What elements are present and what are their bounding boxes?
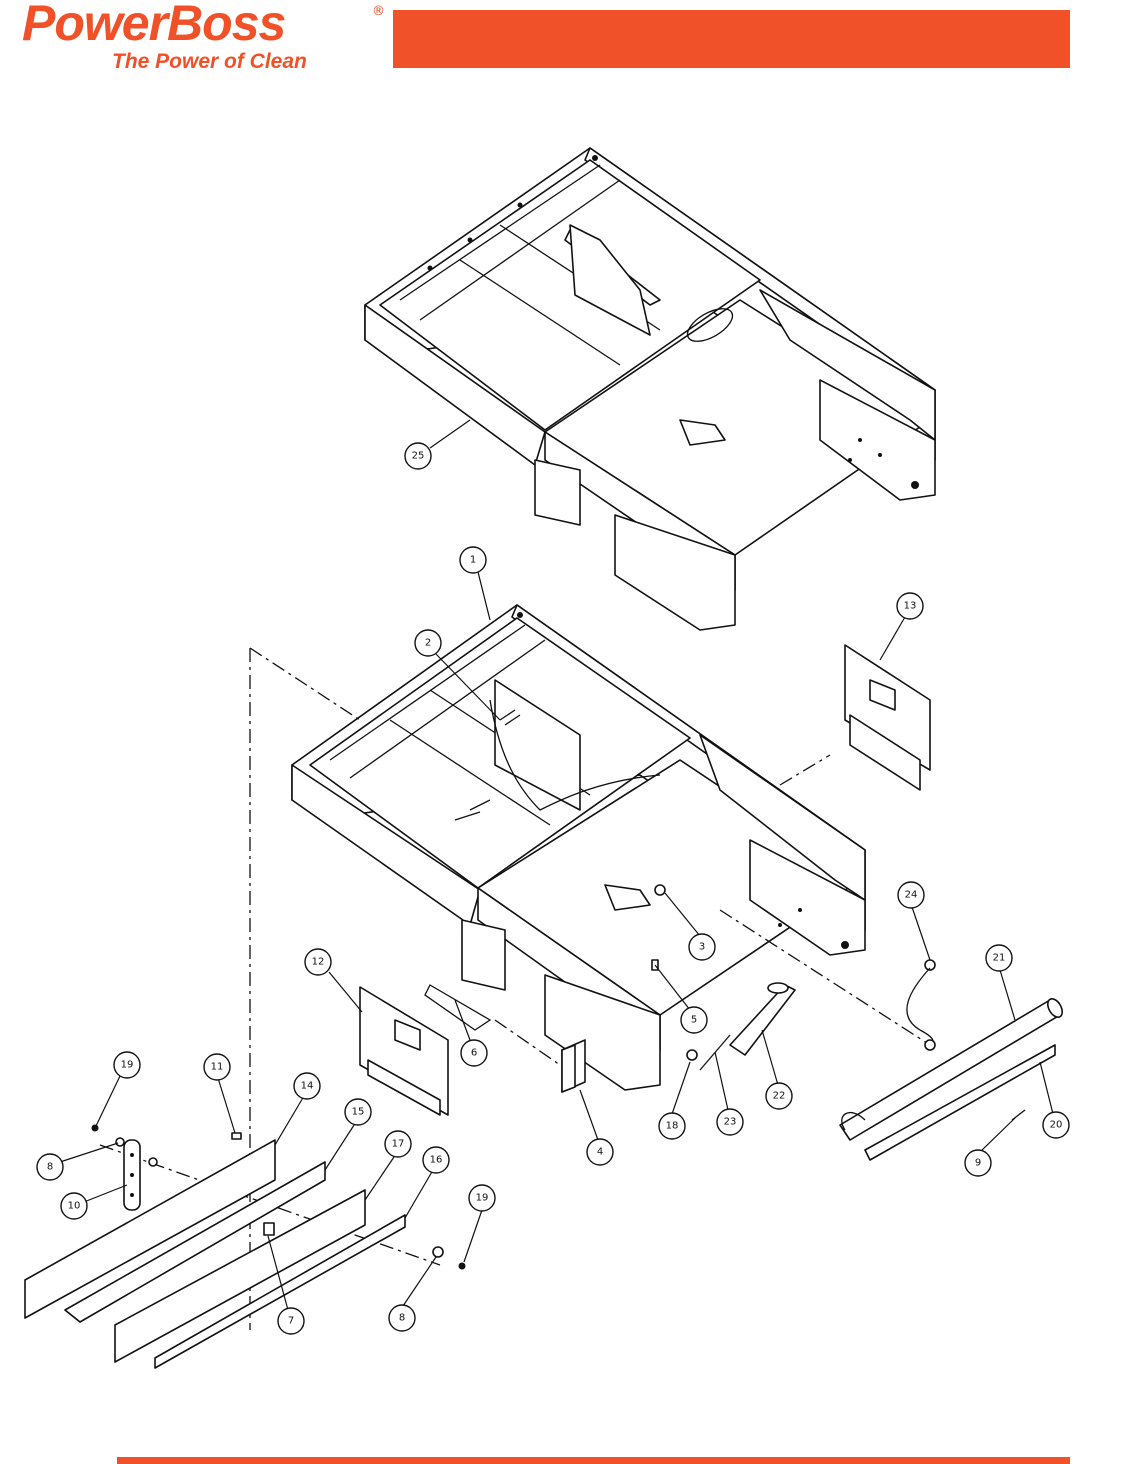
callout-8-bottom: 8 [388, 1304, 416, 1332]
callout-25: 25 [404, 442, 432, 470]
callout-19-bottom: 19 [468, 1184, 496, 1212]
svg-text:24: 24 [905, 890, 918, 901]
svg-text:6: 6 [471, 1048, 477, 1059]
callout-12: 12 [304, 948, 332, 976]
callout-16: 16 [422, 1146, 450, 1174]
blade-14 [24, 1139, 276, 1319]
callout-1: 1 [459, 546, 487, 574]
part-22-bracket [729, 982, 796, 1056]
brand-name: PowerBoss [22, 0, 286, 51]
svg-text:19: 19 [121, 1060, 134, 1071]
svg-text:20: 20 [1050, 1120, 1063, 1131]
callout-9: 9 [964, 1149, 992, 1177]
part-24-cable [906, 959, 936, 1051]
callout-15: 15 [344, 1098, 372, 1126]
callout-22: 22 [765, 1082, 793, 1110]
part-21-tube [839, 998, 1064, 1141]
leader-lines [59, 419, 1054, 1311]
callout-3: 3 [688, 933, 716, 961]
registered-mark: ® [372, 4, 385, 19]
header-bar [393, 10, 1070, 68]
callout-2: 2 [414, 629, 442, 657]
part-6-rod [424, 984, 492, 1031]
svg-text:21: 21 [993, 953, 1006, 964]
svg-text:10: 10 [68, 1201, 81, 1212]
part-13-bracket [844, 644, 931, 791]
callout-7: 7 [277, 1307, 305, 1335]
svg-text:25: 25 [412, 451, 425, 462]
callout-17: 17 [384, 1130, 412, 1158]
blade-15 [64, 1161, 326, 1323]
frame-assembly-main [291, 604, 866, 1091]
svg-text:19: 19 [476, 1193, 489, 1204]
callout-8-left: 8 [36, 1153, 64, 1181]
hardware-washers-nuts [91, 1124, 466, 1270]
svg-text:5: 5 [691, 1015, 697, 1026]
svg-text:12: 12 [312, 957, 325, 968]
callout-13: 13 [896, 592, 924, 620]
callout-23: 23 [716, 1108, 744, 1136]
svg-text:13: 13 [904, 601, 917, 612]
part-4-block [561, 1039, 586, 1093]
callout-19-top: 19 [113, 1051, 141, 1079]
svg-text:7: 7 [288, 1316, 294, 1327]
callout-18: 18 [658, 1112, 686, 1140]
powerboss-logo: PowerBoss ® The Power of Clean [22, 0, 387, 76]
svg-text:8: 8 [47, 1162, 53, 1173]
svg-text:2: 2 [425, 638, 431, 649]
svg-text:1: 1 [470, 555, 476, 566]
callout-6: 6 [460, 1039, 488, 1067]
svg-text:9: 9 [975, 1158, 981, 1169]
part-10-strap [123, 1139, 141, 1211]
svg-text:14: 14 [301, 1081, 314, 1092]
callout-10: 10 [60, 1192, 88, 1220]
part-18-washer [686, 1049, 698, 1061]
svg-text:22: 22 [773, 1091, 786, 1102]
svg-text:11: 11 [211, 1062, 224, 1073]
svg-text:23: 23 [724, 1117, 737, 1128]
part-3-fitting [654, 884, 666, 896]
part-20-strip [864, 1044, 1056, 1161]
frame-assembly-upper [364, 147, 936, 631]
part-12-bracket [359, 986, 449, 1116]
svg-text:18: 18 [666, 1121, 679, 1132]
svg-text:17: 17 [392, 1139, 405, 1150]
callout-11: 11 [203, 1053, 231, 1081]
svg-text:8: 8 [399, 1313, 405, 1324]
svg-text:4: 4 [597, 1147, 603, 1158]
footer-rule [117, 1457, 1070, 1464]
callout-20: 20 [1042, 1111, 1070, 1139]
brand-tagline: The Power of Clean [112, 50, 307, 73]
callout-4: 4 [586, 1138, 614, 1166]
svg-text:16: 16 [430, 1155, 443, 1166]
svg-text:3: 3 [699, 942, 705, 953]
blade-16 [154, 1214, 406, 1369]
blade-17 [114, 1189, 366, 1363]
callout-21: 21 [985, 944, 1013, 972]
callout-5: 5 [680, 1006, 708, 1034]
callout-14: 14 [293, 1072, 321, 1100]
svg-text:15: 15 [352, 1107, 365, 1118]
callout-24: 24 [897, 881, 925, 909]
